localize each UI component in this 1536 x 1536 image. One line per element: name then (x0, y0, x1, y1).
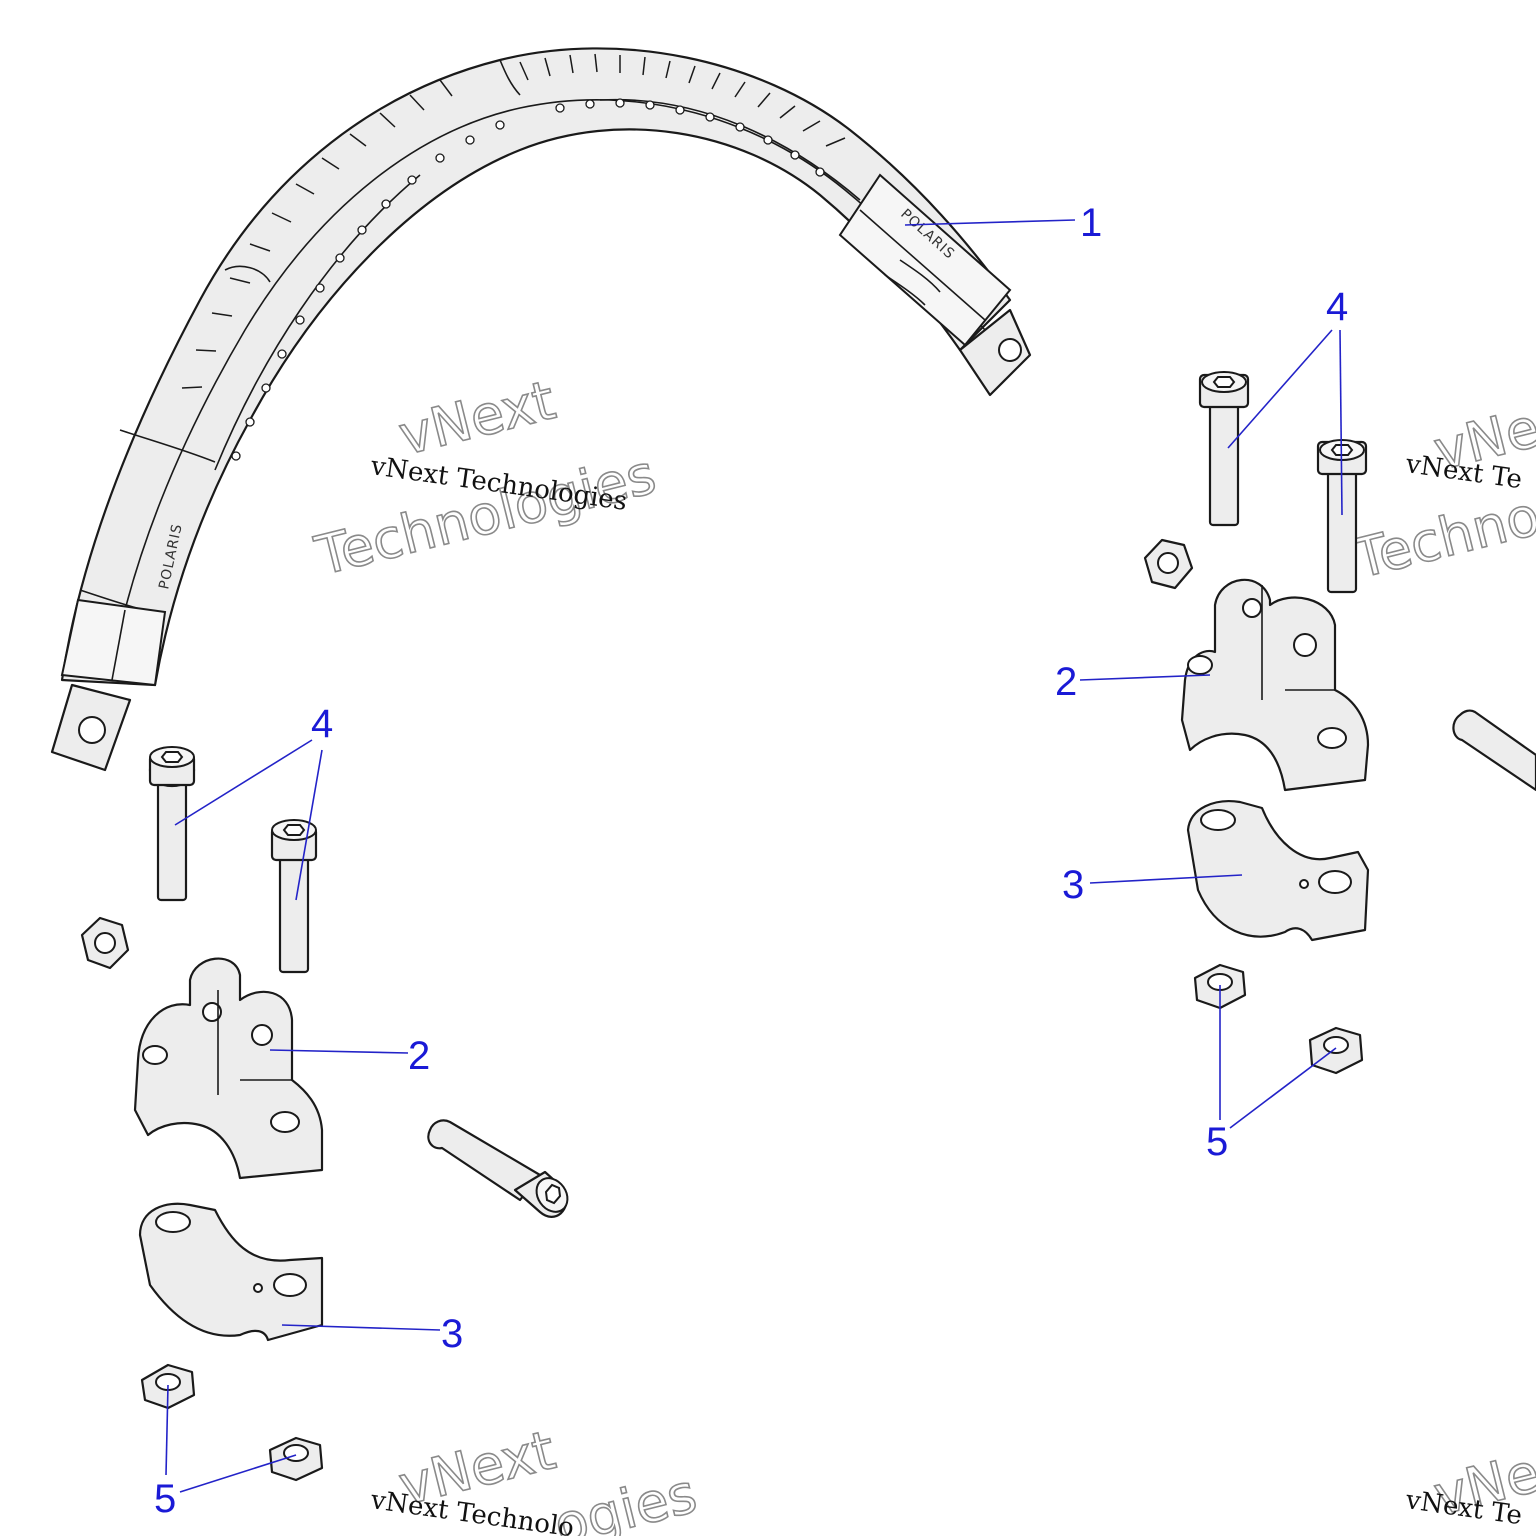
grip-texture (181, 53, 846, 389)
callout-2-left: 2 (408, 1034, 430, 1078)
callout-3-right: 3 (1062, 863, 1084, 907)
clamp-lower-left (138, 1202, 324, 1342)
callout-5-left: 5 (154, 1477, 176, 1521)
clamp-lower-right (1186, 800, 1370, 942)
callout-4-left: 4 (311, 702, 333, 746)
watermark-bottom-right: vNe vNext Te (1403, 1440, 1536, 1531)
nut-left-b (268, 1436, 324, 1482)
bolt-right-a (1198, 371, 1250, 527)
cross-bolt-left (427, 1119, 569, 1218)
grab-handle-left-sleeve (60, 598, 167, 687)
grab-handle-right-tab-hole (998, 338, 1022, 362)
watermark-outline-line2: Technologies (309, 443, 662, 588)
watermark-bottom-left: vNext ogies vNext Technolo (368, 1418, 703, 1536)
grab-handle-right-tab (958, 308, 1032, 397)
callout-5-right: 5 (1206, 1120, 1228, 1164)
clamp-upper-right (1180, 578, 1370, 792)
grab-handle-body (60, 47, 1012, 687)
callout-2-right: 2 (1055, 660, 1077, 704)
cross-bolt-right (1452, 709, 1536, 792)
nut-left-loose (80, 916, 130, 970)
grip-dots (231, 98, 825, 461)
nut-right-loose (1143, 538, 1194, 590)
callout-1: 1 (1080, 201, 1102, 245)
callout-3-left: 3 (441, 1312, 463, 1356)
bolt-left-b (270, 819, 318, 974)
bolt-left-a (148, 746, 196, 902)
grab-handle: POLARIS POLARIS (50, 47, 1032, 772)
nut-right-b (1308, 1026, 1364, 1075)
callout-4-right: 4 (1326, 285, 1348, 329)
callouts: 1 4 2 3 5 4 2 3 5 (154, 201, 1348, 1521)
grab-handle-left-tab-hole (78, 716, 106, 744)
leader-lines (165, 219, 1343, 1493)
watermark-upper-right: vNe Techno vNext Te (1346, 395, 1536, 592)
bolt-right-b (1316, 439, 1368, 594)
watermark-outline-line1: vNext (393, 368, 561, 467)
watermark-outline-right-2: Techno (1347, 484, 1536, 591)
clamp-upper-left (133, 957, 324, 1180)
watermark-upper-left: vNext Technologies vNext Technologies (308, 368, 662, 589)
